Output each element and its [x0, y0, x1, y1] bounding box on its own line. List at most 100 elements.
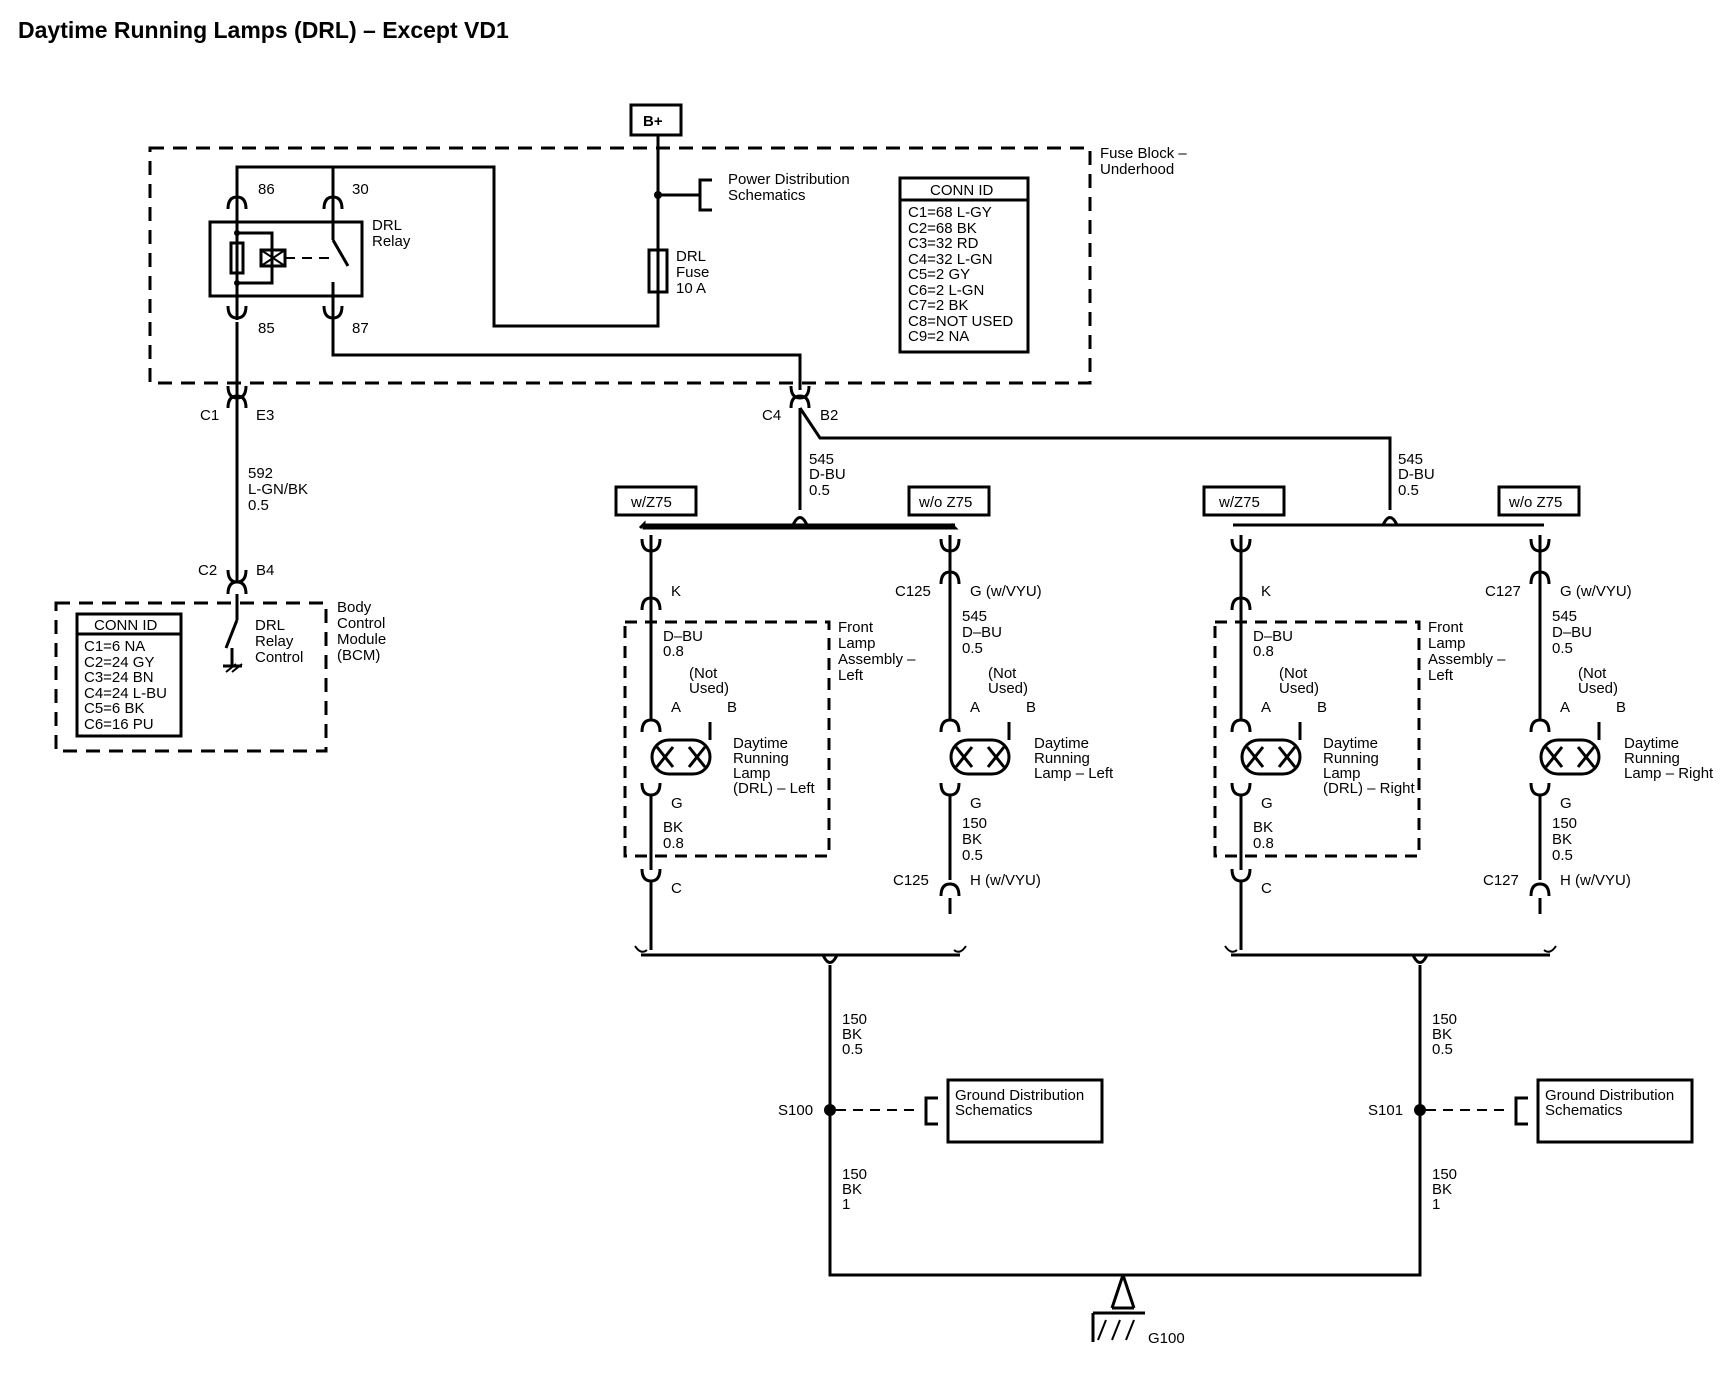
svg-text:0.5: 0.5 [1552, 640, 1573, 657]
svg-text:Daytime: Daytime [733, 735, 788, 752]
svg-text:D–BU: D–BU [663, 628, 703, 645]
pin-30: 30 [352, 181, 369, 198]
battery-label: B+ [643, 113, 663, 130]
bcm-conn-id-table: CONN ID C1=6 NA C2=24 GY C3=24 BN C4=24 … [75, 612, 183, 738]
svg-text:C8=NOT USED: C8=NOT USED [908, 313, 1013, 330]
svg-text:10 A: 10 A [676, 280, 706, 297]
svg-text:Module: Module [337, 631, 386, 648]
svg-text:D-BU: D-BU [809, 466, 846, 483]
svg-text:Running: Running [1323, 750, 1379, 767]
fuse-block-conn-id-table: CONN ID C1=68 L-GY C2=68 BK C3=32 RD C4=… [898, 176, 1030, 354]
conn-b4: B4 [256, 562, 274, 579]
svg-text:C4=32 L-GN: C4=32 L-GN [908, 251, 993, 268]
splice-label: S100 [778, 1102, 813, 1119]
svg-text:150: 150 [1432, 1011, 1457, 1028]
svg-text:BK: BK [1253, 819, 1273, 836]
svg-text:D-BU: D-BU [1398, 466, 1435, 483]
svg-text:Front: Front [1428, 619, 1464, 636]
alt-daytime-running-lamp [949, 738, 1011, 776]
svg-text:Used): Used) [1578, 680, 1618, 697]
alt-pin-out: H (w/VYU) [1560, 872, 1631, 889]
page-title: Daytime Running Lamps (DRL) – Except VD1 [18, 17, 509, 43]
svg-text:Used): Used) [988, 680, 1028, 697]
splice-label: S101 [1368, 1102, 1403, 1119]
svg-text:0.5: 0.5 [248, 497, 269, 514]
pin-b: B [727, 699, 737, 716]
svg-text:150: 150 [842, 1011, 867, 1028]
svg-text:L-GN/BK: L-GN/BK [248, 481, 308, 498]
alt-pin-g: G [1560, 795, 1572, 812]
svg-text:Schematics: Schematics [728, 187, 806, 204]
svg-text:Left: Left [1428, 667, 1454, 684]
front-lamp-assembly-outline [1213, 620, 1421, 858]
svg-text:Lamp: Lamp [1323, 765, 1361, 782]
wire-592-label: 592 L-GN/BK 0.5 [248, 465, 308, 514]
svg-text:BK: BK [663, 819, 683, 836]
svg-text:C5=6 BK: C5=6 BK [84, 700, 144, 717]
daytime-running-lamp [650, 738, 712, 776]
svg-text:Fuse Block –: Fuse Block – [1100, 145, 1187, 162]
pin-k: K [671, 583, 681, 600]
conn-c4: C4 [762, 407, 781, 424]
svg-text:C6=16 PU: C6=16 PU [84, 716, 154, 733]
alt-conn-in: C127 [1485, 583, 1521, 600]
conn-b2: B2 [820, 407, 838, 424]
pin-c: C [671, 880, 682, 897]
svg-text:C4=24 L-BU: C4=24 L-BU [84, 685, 167, 702]
svg-text:(DRL) – Left: (DRL) – Left [733, 780, 816, 797]
svg-text:CONN ID: CONN ID [930, 182, 994, 199]
svg-text:Schematics: Schematics [955, 1102, 1033, 1119]
svg-text:BK: BK [842, 1181, 862, 1198]
svg-text:Daytime: Daytime [1034, 735, 1089, 752]
front-lamp-assembly-outline [623, 620, 831, 858]
svg-text:Control: Control [255, 649, 303, 666]
svg-text:Lamp – Right: Lamp – Right [1624, 765, 1714, 782]
option-without-z75-left: w/o Z75 [907, 485, 991, 517]
svg-text:DRL: DRL [676, 248, 706, 265]
wire-out-label: BK0.8 [1253, 819, 1274, 852]
svg-text:0.5: 0.5 [1552, 847, 1573, 864]
conn-c1: C1 [200, 407, 219, 424]
fuse-label: DRL Fuse 10 A [676, 248, 709, 297]
pin-b: B [1317, 699, 1327, 716]
option-without-z75-right: w/o Z75 [1497, 485, 1581, 517]
pin-c: C [1261, 880, 1272, 897]
fuse-block-label: Fuse Block – Underhood [1100, 145, 1187, 178]
svg-text:DRL: DRL [255, 617, 285, 634]
svg-text:CONN ID: CONN ID [94, 617, 158, 634]
battery-box [629, 103, 683, 137]
svg-text:w/o Z75: w/o Z75 [1508, 494, 1562, 511]
svg-text:545: 545 [962, 608, 987, 625]
alt-conn-out: C125 [893, 872, 929, 889]
ground-distribution-ref [946, 1078, 1104, 1144]
svg-text:Underhood: Underhood [1100, 161, 1174, 178]
bcm-label: Body Control Module (BCM) [337, 599, 386, 664]
svg-text:592: 592 [248, 465, 273, 482]
svg-text:(DRL) – Right: (DRL) – Right [1323, 780, 1416, 797]
alt-pin-a: A [1560, 699, 1570, 716]
svg-text:w/o Z75: w/o Z75 [918, 494, 972, 511]
svg-text:Assembly –: Assembly – [1428, 651, 1506, 668]
wire-545-label-right: 545 D-BU 0.5 [1398, 451, 1435, 499]
pin-a: A [1261, 699, 1271, 716]
conn-e3: E3 [256, 407, 274, 424]
svg-text:Used): Used) [689, 680, 729, 697]
svg-text:Front: Front [838, 619, 874, 636]
svg-text:C5=2 GY: C5=2 GY [908, 266, 970, 283]
wire-in-label: D–BU0.8 [663, 628, 703, 660]
svg-text:Lamp: Lamp [733, 765, 771, 782]
svg-text:D–BU: D–BU [962, 624, 1002, 641]
